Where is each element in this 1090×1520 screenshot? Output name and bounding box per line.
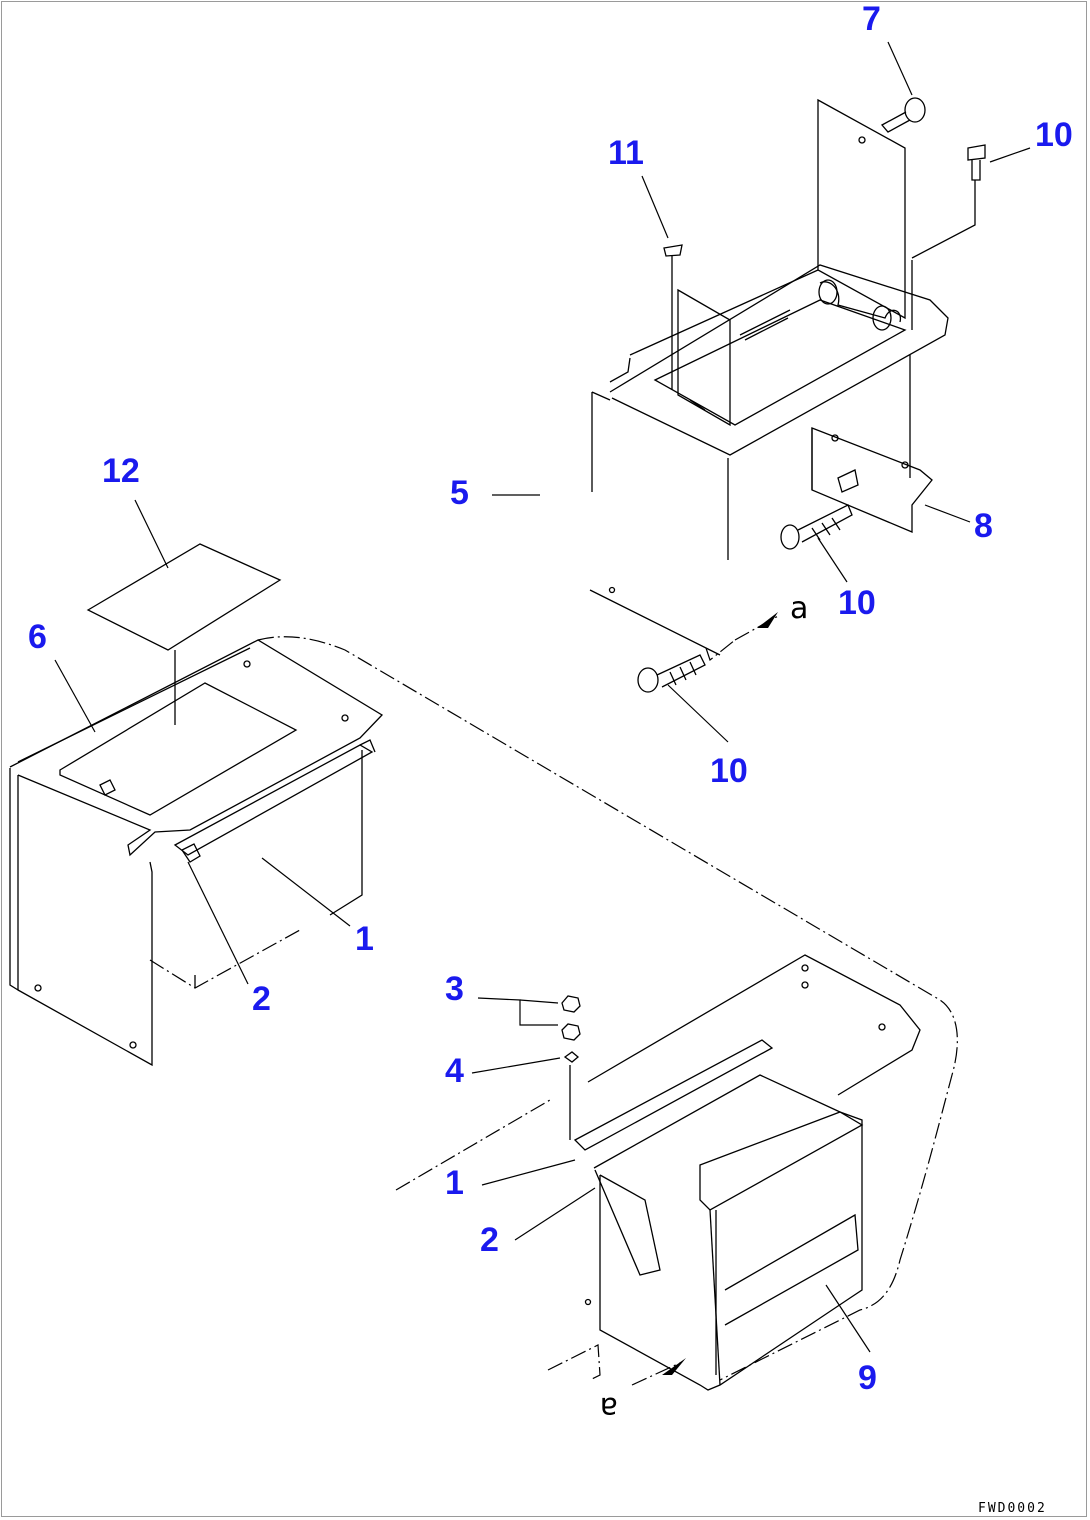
- callout-9: 9: [858, 1359, 877, 1397]
- callout-10-low: 10: [710, 752, 748, 790]
- callout-5: 5: [450, 474, 469, 512]
- nut-3: [561, 995, 581, 1013]
- callout-1-right: 1: [445, 1164, 464, 1202]
- bolt-10-mid: [780, 504, 853, 550]
- divider-plate: [677, 288, 731, 427]
- hinge-bar-1: [173, 744, 374, 856]
- top-plate-window: [59, 682, 298, 816]
- edge-line: [589, 589, 721, 656]
- leader-lines: [54, 41, 1031, 1353]
- bracket-8: [811, 427, 933, 533]
- callout-6: 6: [28, 618, 47, 656]
- box-top: [609, 264, 949, 456]
- hinge-clip-2: [181, 843, 201, 863]
- callout-1-left: 1: [355, 920, 374, 958]
- ref-mark-a-upper: a: [790, 591, 808, 626]
- callout-4: 4: [445, 1052, 464, 1090]
- callout-2-right: 2: [480, 1221, 499, 1259]
- callout-2-left: 2: [252, 980, 271, 1018]
- callout-10-mid: 10: [838, 584, 876, 622]
- callout-11: 11: [608, 134, 644, 172]
- hinge: [819, 281, 902, 323]
- callout-7: 7: [862, 0, 881, 38]
- clip-11: [663, 244, 683, 257]
- callout-10-top: 10: [1035, 116, 1073, 154]
- callout-3: 3: [445, 970, 464, 1008]
- washer-4: [563, 1051, 580, 1063]
- lid-plate: [817, 98, 906, 320]
- right-hinge-bar-1: [573, 1039, 774, 1151]
- left-box-assembly: [9, 543, 384, 1067]
- side-wall: [9, 768, 19, 992]
- washer-3: [561, 1023, 581, 1041]
- bolt-10-top: [967, 144, 986, 181]
- top-plate-6: [9, 639, 384, 857]
- right-box-body: [593, 1074, 863, 1391]
- drawing-code: FWD0002: [978, 1501, 1047, 1516]
- box-opening: [653, 299, 907, 426]
- machine-body-outline: [257, 636, 958, 1381]
- right-top-plate: [587, 954, 921, 1096]
- bolt-10-low: [637, 654, 706, 693]
- callout-labels: 7 10 11 12 5 8 10 6 10 1 2 3 4 1 2 9: [28, 0, 1073, 1397]
- screw-7: [880, 97, 926, 133]
- right-box-assembly: [561, 954, 921, 1391]
- callout-8: 8: [974, 507, 993, 545]
- right-hinge-clip-2: [594, 1169, 661, 1276]
- right-box-label: [724, 1213, 859, 1326]
- cover-sheet-12: [86, 543, 282, 651]
- callout-12: 12: [102, 452, 140, 490]
- upper-box-assembly: [589, 97, 986, 693]
- ref-mark-a-lower: a: [600, 1390, 618, 1425]
